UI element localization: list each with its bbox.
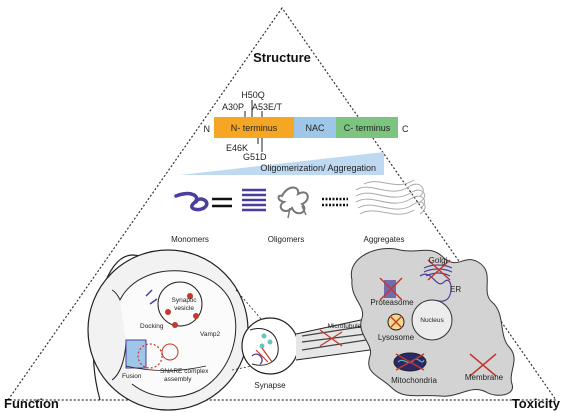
c-terminus-label: C- terminus [344, 123, 391, 133]
nucleus-label: Nucleus [420, 317, 444, 324]
aggregates-label: Aggregates [364, 235, 405, 244]
c-end-label: C [402, 124, 409, 134]
process-label: Oligomerization/ Aggregation [260, 163, 376, 173]
dotted-equilibrium [322, 199, 348, 205]
membrane-label: Membrane [465, 373, 504, 382]
oligomer-blob [279, 188, 308, 219]
synapse-zoom-circle [88, 250, 248, 410]
protein-domain-bar: N N- terminus NAC C- terminus C [204, 117, 410, 138]
aggregate-fibrils [356, 180, 425, 214]
n-end-label: N [204, 124, 211, 134]
er-label: ER [450, 285, 461, 294]
mutation-h50q: H50Q [241, 90, 265, 100]
proteasome-label: Proteasome [370, 298, 414, 307]
nac-label: NAC [305, 123, 325, 133]
monomer-shape [176, 194, 207, 210]
n-terminus-label: N- terminus [231, 123, 278, 133]
mutation-a53et: A53E/T [252, 102, 283, 112]
fusion-label: Fusion [122, 373, 142, 380]
mutation-g51d: G51D [243, 152, 267, 162]
docking-label: Docking [140, 323, 164, 330]
lysosome-label: Lysosome [378, 333, 415, 342]
oligomer-stack [242, 190, 266, 210]
structure-label: Structure [253, 50, 311, 65]
mutation-a30p: A30P [222, 102, 244, 112]
vamp2-label: Vamp2 [200, 331, 220, 338]
microtubules-label: Microtubules [328, 323, 366, 330]
synapse-terminal [242, 318, 298, 374]
mitochondria-label: Mitochondria [391, 376, 437, 385]
golgi-label: Golgi [429, 256, 448, 265]
function-label: Function [4, 396, 59, 411]
toxicity-label: Toxicity [512, 396, 561, 411]
monomers-label: Monomers [171, 235, 209, 244]
oligomers-label: Oligomers [268, 235, 304, 244]
equilibrium-sign [212, 199, 232, 206]
synapse-label: Synapse [254, 381, 286, 390]
